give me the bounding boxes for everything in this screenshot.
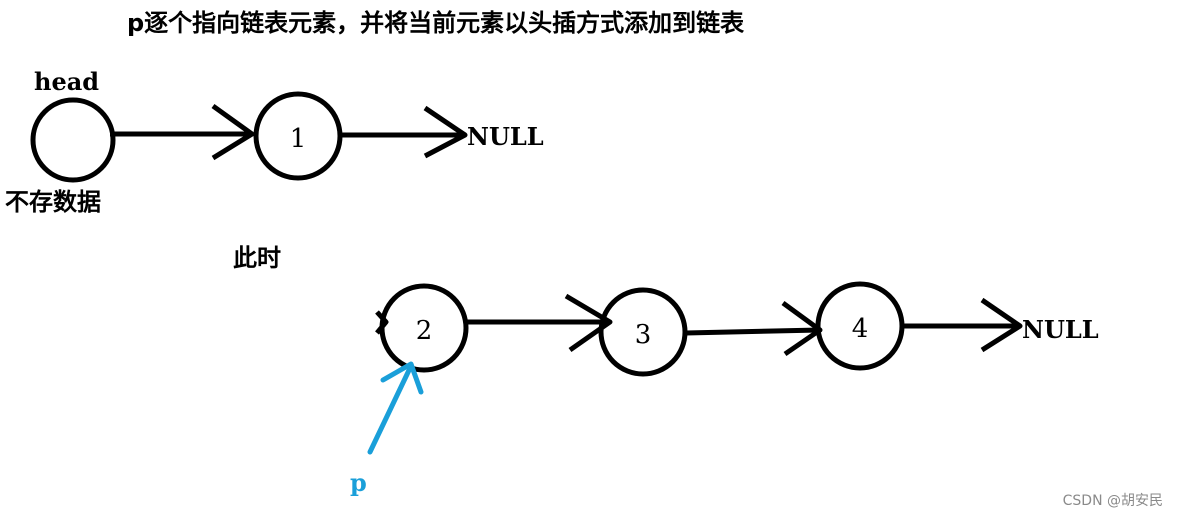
node-value: 3 bbox=[635, 320, 652, 350]
null-label-top: NULL bbox=[467, 122, 544, 151]
node-value: 4 bbox=[852, 314, 869, 344]
arrow-head-to-node-1 bbox=[110, 103, 255, 161]
node-value: 2 bbox=[416, 316, 433, 346]
head-label: head bbox=[34, 67, 99, 96]
list-node: 3 bbox=[598, 287, 688, 377]
head-note: 不存数据 bbox=[5, 188, 101, 216]
watermark: CSDN @胡安民 bbox=[1063, 493, 1163, 509]
pointer-label: p bbox=[350, 468, 367, 497]
arrow-node-4-to-null bbox=[903, 297, 1023, 353]
arrow-node-2-to-node-3 bbox=[467, 293, 613, 353]
node-value: 1 bbox=[290, 124, 307, 154]
null-label-bottom: NULL bbox=[1022, 315, 1099, 344]
head-node bbox=[30, 97, 116, 183]
diagram-title: p逐个指向链表元素，并将当前元素以头插方式添加到链表 bbox=[127, 9, 745, 37]
list-node: 1 bbox=[253, 91, 343, 181]
arrow-node-1-to-null bbox=[342, 105, 468, 159]
list-node: 2 bbox=[379, 283, 469, 373]
arrow-node-3-to-node-4 bbox=[685, 300, 823, 357]
now-label: 此时 bbox=[233, 244, 281, 272]
pointer-p-arrow bbox=[367, 361, 424, 455]
list-node: 4 bbox=[815, 281, 905, 371]
